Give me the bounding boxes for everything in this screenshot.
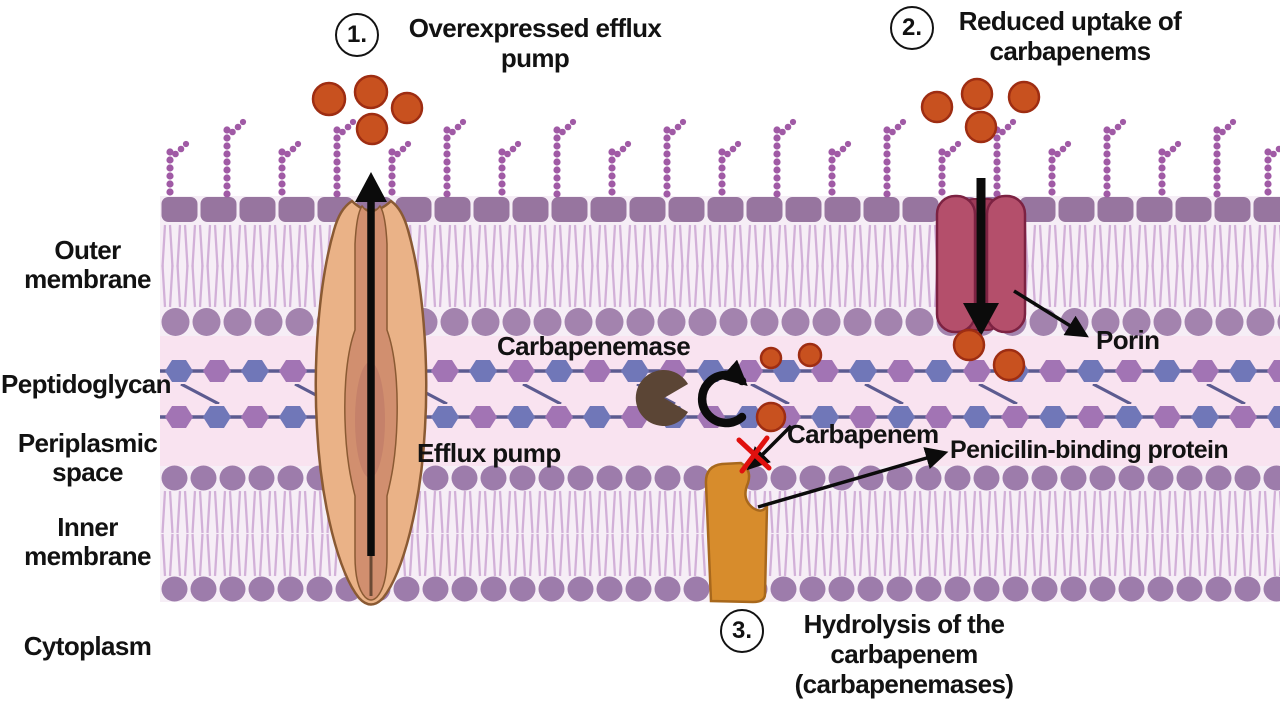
hydrolysis-arrow-icon <box>697 359 748 428</box>
blocked-binding-arrow <box>746 424 793 471</box>
label-pbp: Penicilin-binding protein <box>950 436 1229 464</box>
step-3-number: 3. <box>720 609 764 653</box>
step-2-caption: 2. Reduced uptake of carbapenems <box>890 6 1195 66</box>
pbp-pointer-arrow <box>757 447 949 509</box>
step-1-caption: 1. Overexpressed efflux pump <box>335 13 680 73</box>
label-peptidoglycan: Peptidoglycan <box>1 369 172 399</box>
label-carbapenemase: Carbapenemase <box>497 331 691 361</box>
step-1-number: 1. <box>335 13 379 57</box>
step-3-caption: 3. Hydrolysis of the carbapenem (carbape… <box>720 609 1035 699</box>
carbapenemase-enzyme <box>635 370 688 427</box>
label-outer-membrane: Outer membrane <box>24 235 151 294</box>
label-carbapenem: Carbapenem <box>787 419 939 449</box>
porin-pointer-arrow <box>1013 289 1089 338</box>
lps-chains <box>166 118 1280 198</box>
porin-arrow-icon <box>963 178 999 336</box>
porin-shape <box>935 194 1027 334</box>
label-porin: Porin <box>1096 325 1160 355</box>
pbp-shape <box>704 461 769 604</box>
step-2-number: 2. <box>890 6 934 50</box>
label-efflux-pump: Efflux pump <box>417 438 561 468</box>
step-1-label: Overexpressed efflux pump <box>408 13 662 73</box>
red-x-icon <box>736 435 772 474</box>
label-periplasmic-space: Periplasmic space <box>17 428 158 487</box>
efflux-arrow-icon <box>355 172 387 556</box>
label-cytoplasm: Cytoplasm <box>23 631 152 661</box>
label-inner-membrane: Inner membrane <box>24 512 151 571</box>
step-3-label: Hydrolysis of the carbapenem (carbapenem… <box>794 609 1014 699</box>
carbapenem-molecules <box>311 74 1041 433</box>
step-2-label: Reduced uptake of carbapenems <box>958 6 1182 66</box>
